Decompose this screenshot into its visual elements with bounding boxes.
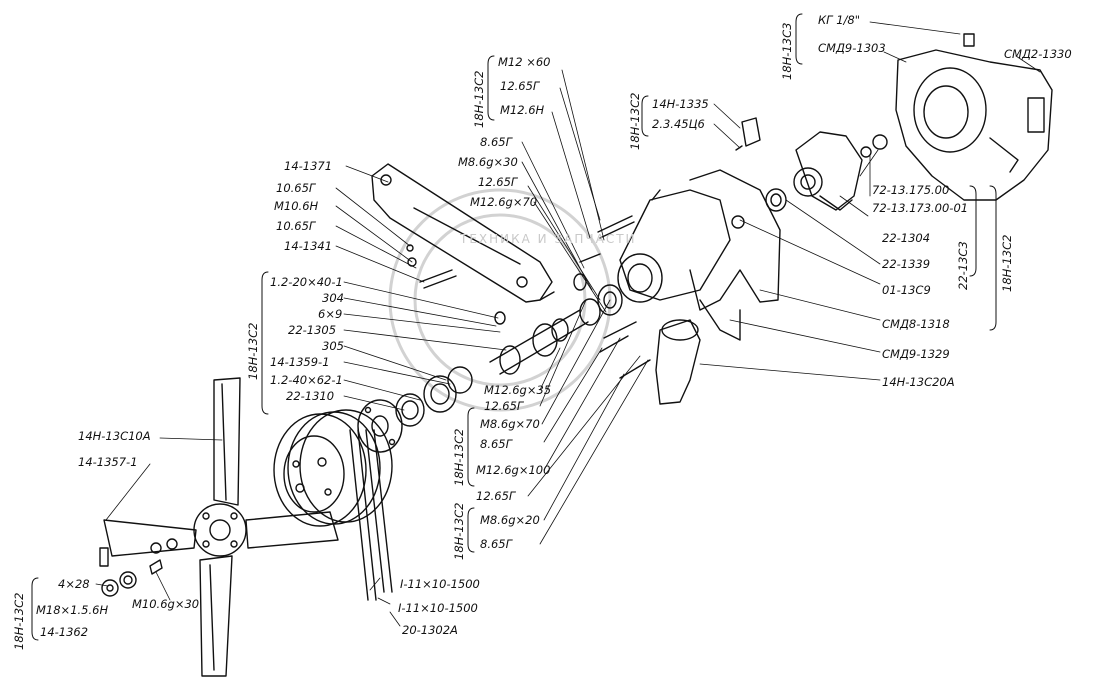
label-22-1310: 22-1310 <box>286 389 335 403</box>
label-m12-6n: М12.6Н <box>500 103 545 117</box>
group-label-5: 18Н-13С2 <box>1000 234 1014 292</box>
label-22-1339: 22-1339 <box>882 257 931 271</box>
label-smd2-1330: СМД2-1330 <box>1004 47 1072 61</box>
hub-22-1310 <box>357 399 403 453</box>
label-12-40x62: 1.2-40×62-1 <box>270 373 343 387</box>
label-14-1359: 14-1359-1 <box>270 355 330 369</box>
label-m12-6g-70: М12.6g×70 <box>470 195 538 209</box>
watermark-logo <box>388 188 612 412</box>
label-01-13c9: 01-13С9 <box>882 283 931 297</box>
label-smd9-1329: СМД9-1329 <box>882 347 950 361</box>
group-label-7: 18Н-13С2 <box>452 428 466 486</box>
label-20-1302a: 20-1302А <box>402 623 458 637</box>
outlet-pipe-14n-13c20a <box>655 319 701 405</box>
label-8-65g-b: 8.65Г <box>480 437 513 451</box>
label-m12: М12 ×60 <box>498 55 551 69</box>
label-8-65g-c: 8.65Г <box>480 537 513 551</box>
v-belts <box>349 429 393 601</box>
label-2345c6: 2.3.45Ц6 <box>652 117 705 131</box>
group-label-6: 18Н-13С2 <box>246 322 260 380</box>
label-m10-6n: М10.6Н <box>274 199 319 213</box>
fan-hardware <box>99 538 178 597</box>
label-6x9: 6×9 <box>318 307 343 321</box>
impeller-22-1304 <box>793 131 863 211</box>
label-14n-13c20a: 14Н-13С20А <box>882 375 955 389</box>
label-14n-13c10a: 14Н-13С10А <box>78 429 151 443</box>
label-8-65g-a: 8.65Г <box>480 135 513 149</box>
label-12-65g-c: 12.65Г <box>484 399 524 413</box>
label-22-1305: 22-1305 <box>288 323 337 337</box>
label-12-65g-d: 12.65Г <box>476 489 516 503</box>
small-top-parts <box>735 33 975 158</box>
label-m18: М18×1.5.6Н <box>36 603 109 617</box>
label-m8-6g-30: М8.6g×30 <box>458 155 518 169</box>
group-label-9: 18Н-13С2 <box>12 592 26 650</box>
label-305: 305 <box>322 339 344 353</box>
group-brackets <box>31 13 997 641</box>
label-14-1362: 14-1362 <box>40 625 89 639</box>
shaft-22-1305 <box>489 309 589 375</box>
label-72-175: 72-13.175.00 <box>872 183 950 197</box>
seals-bearings <box>395 366 473 427</box>
label-10-65g-b: 10.65Г <box>276 219 316 233</box>
label-12-65g-b: 12.65Г <box>478 175 518 189</box>
label-smd8-1318: СМД8-1318 <box>882 317 950 331</box>
label-m12-6g-100: М12.6g×100 <box>476 463 551 477</box>
label-4x28: 4×28 <box>58 577 90 591</box>
label-m10-6g-30: М10.6g×30 <box>132 597 200 611</box>
bolts <box>406 215 651 379</box>
label-belt-2: I-11×10-1500 <box>398 601 478 615</box>
pulley-20-1302a <box>273 409 393 527</box>
label-m8-6g-20: М8.6g×20 <box>480 513 540 527</box>
label-m8-6g-70: М8.6g×70 <box>480 417 540 431</box>
label-72-173: 72-13.173.00-01 <box>872 201 969 215</box>
label-22-1304: 22-1304 <box>882 231 931 245</box>
group-label-1: 18Н-13С3 <box>780 22 794 80</box>
label-14-1371: 14-1371 <box>284 159 333 173</box>
pump-body-smd8-1318 <box>617 169 781 341</box>
label-14n-1335: 14Н-1335 <box>652 97 709 111</box>
label-14-1357: 14-1357-1 <box>78 455 138 469</box>
label-12-65g: 12.65Г <box>500 79 540 93</box>
fan-14n-13c10a <box>103 377 339 677</box>
seal-22-1339 <box>765 188 787 212</box>
leader-lines <box>95 21 1041 627</box>
label-10-65g-a: 10.65Г <box>276 181 316 195</box>
label-14-1341: 14-1341 <box>284 239 333 253</box>
group-label-4: 22-13С3 <box>956 241 970 290</box>
label-304: 304 <box>322 291 344 305</box>
label-smd9-1303: СМД9-1303 <box>818 41 886 55</box>
label-m12-6g-35: М12.6g×35 <box>484 383 552 397</box>
group-label-8: 18Н-13С2 <box>452 502 466 560</box>
label-12-20x40: 1.2-20×40-1 <box>270 275 343 289</box>
watermark-text: ТЕХНИКА И ЗАПЧАСТИ <box>460 232 637 246</box>
label-belt-1: I-11×10-1500 <box>400 577 480 591</box>
group-label-2: 18Н-13С2 <box>472 70 486 128</box>
thermostat-housing-smd2-1330 <box>895 49 1053 201</box>
group-label-3: 18Н-13С2 <box>628 92 642 150</box>
label-kg18: КГ 1/8" <box>818 13 861 27</box>
